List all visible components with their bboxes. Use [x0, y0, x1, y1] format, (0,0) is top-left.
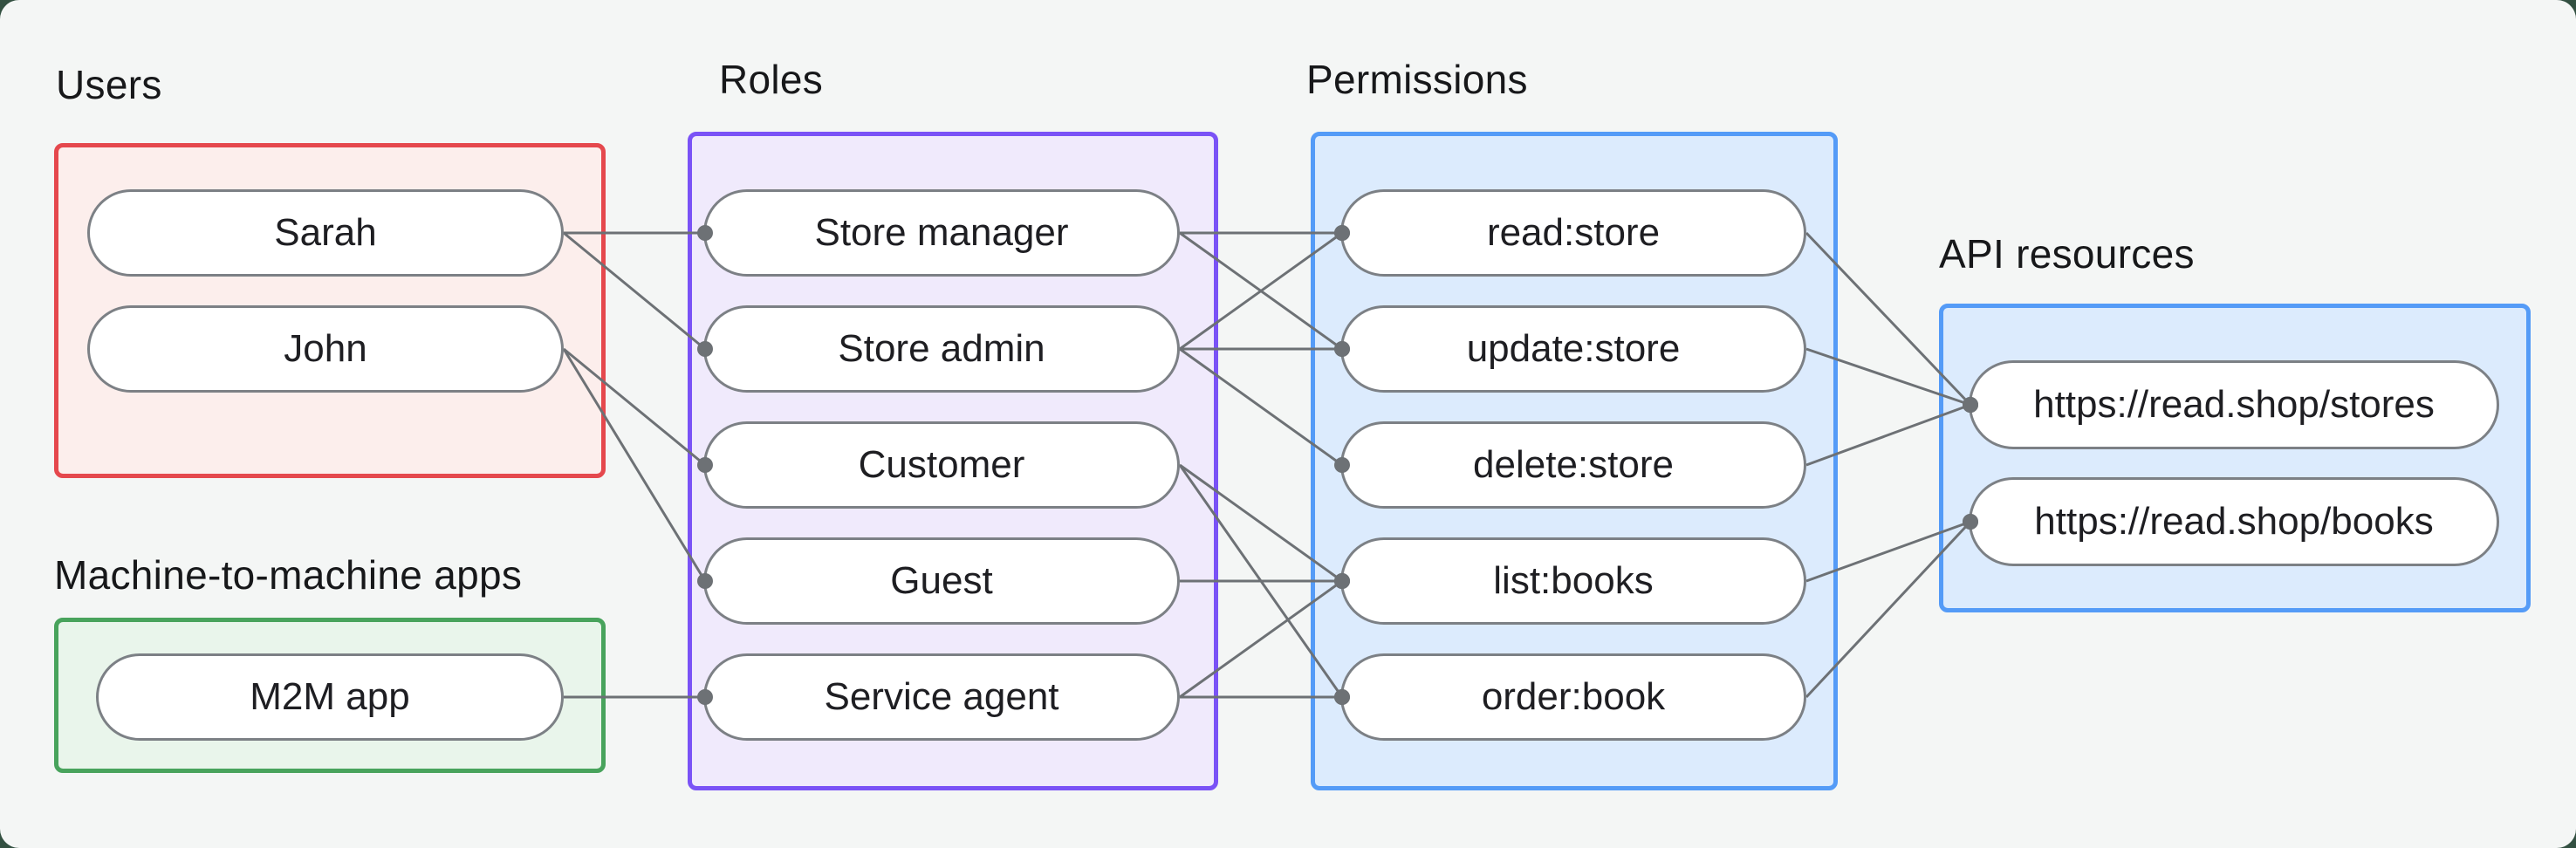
node-store-admin: Store admin: [703, 305, 1180, 393]
m2m-label: Machine-to-machine apps: [54, 552, 523, 598]
api-resources-label: API resources: [1939, 231, 2195, 277]
node-m2m-app: M2M app: [96, 653, 564, 741]
node-sarah: Sarah: [87, 189, 564, 277]
node-order-book: order:book: [1340, 653, 1806, 741]
node-customer: Customer: [703, 421, 1180, 509]
node-update-store: update:store: [1340, 305, 1806, 393]
users-label: Users: [56, 62, 162, 107]
node-read-store: read:store: [1340, 189, 1806, 277]
node-john: John: [87, 305, 564, 393]
node-service-agent: Service agent: [703, 653, 1180, 741]
node-guest: Guest: [703, 537, 1180, 625]
permissions-label: Permissions: [1306, 57, 1528, 102]
roles-label: Roles: [719, 57, 824, 102]
node-store-manager: Store manager: [703, 189, 1180, 277]
node-list-books: list:books: [1340, 537, 1806, 625]
node-api-stores: https://read.shop/stores: [1969, 360, 2499, 449]
